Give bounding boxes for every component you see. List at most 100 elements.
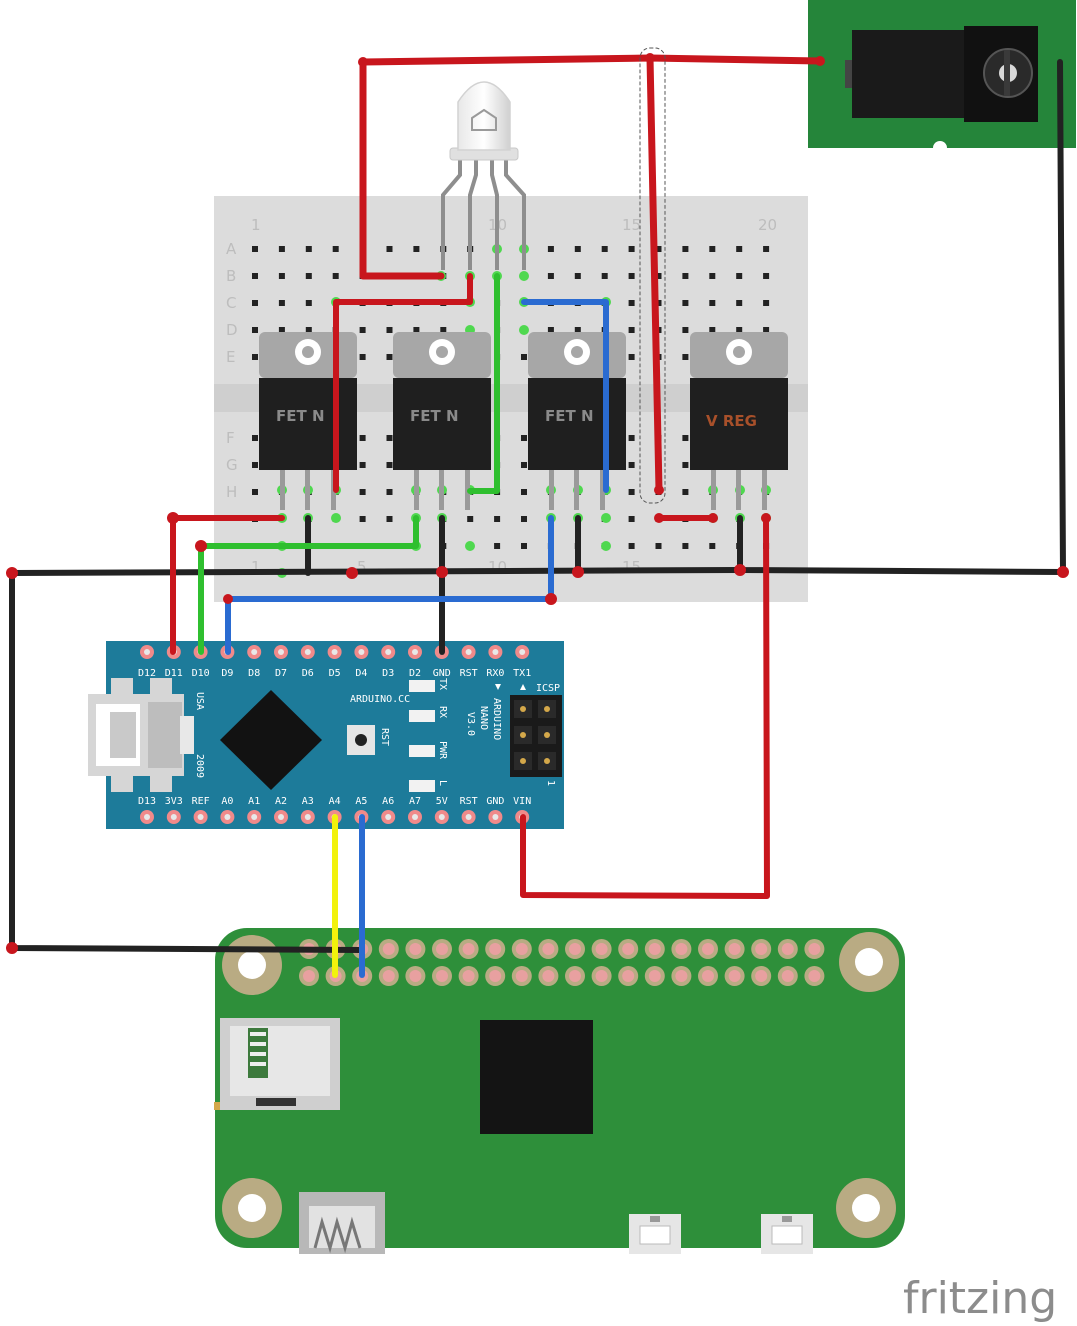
wire-red-led-fet1 xyxy=(333,273,473,493)
nano-top-pin-pad-hole xyxy=(519,649,526,655)
breadboard-hole xyxy=(467,516,474,522)
nano-top-pin-label: D3 xyxy=(382,668,394,679)
breadboard-hole xyxy=(359,435,366,441)
nano-bottom-pin-label: A1 xyxy=(248,796,260,807)
breadboard-hole xyxy=(709,300,716,306)
pi-gpio-pad xyxy=(781,943,794,955)
pi-mini-hdmi-port xyxy=(299,1192,385,1254)
pi-micro-usb-port-1 xyxy=(629,1214,681,1254)
nano-top-pin-label: D9 xyxy=(221,668,233,679)
nano-top-pin-pad-hole xyxy=(385,649,392,655)
breadboard-hole xyxy=(252,327,258,333)
breadboard-hole xyxy=(736,246,743,252)
pi-gpio-pad xyxy=(595,970,608,982)
breadboard-hole xyxy=(305,246,312,252)
nano-icsp-pin1: 1 xyxy=(545,780,556,786)
pi-gpio-pad xyxy=(409,943,422,955)
pi-gpio-pad xyxy=(462,970,475,982)
fet-3: FET N xyxy=(528,332,626,510)
breadboard-hole xyxy=(521,489,527,495)
fritzing-watermark: fritzing xyxy=(903,1273,1057,1324)
nano-led-rx: RX xyxy=(437,706,448,718)
breadboard-hole xyxy=(736,300,743,306)
breadboard-hole xyxy=(413,327,420,333)
nano-bottom-pin-label: A7 xyxy=(409,796,421,807)
nano-top-pin-label: D7 xyxy=(275,668,287,679)
breadboard-hole xyxy=(305,300,312,306)
breadboard-hole xyxy=(682,489,689,495)
nano-bottom-pin-pad-hole xyxy=(278,814,284,820)
breadboard-hole xyxy=(682,354,689,360)
nano-led-l: L xyxy=(437,780,448,786)
breadboard-hole-connected xyxy=(331,513,341,523)
nano-brand: ARDUINO.CC xyxy=(350,694,410,705)
nano-top-pin-pad-hole xyxy=(304,649,311,655)
pi-gpio-pad xyxy=(489,970,502,982)
breadboard-hole xyxy=(628,543,635,549)
pi-gpio-pad xyxy=(542,970,555,982)
breadboard-hole xyxy=(682,462,689,468)
breadboard-hole xyxy=(709,246,716,252)
breadboard-hole xyxy=(628,246,635,252)
breadboard-hole xyxy=(574,246,581,252)
breadboard-hole xyxy=(709,273,716,279)
dc-jack-board xyxy=(808,0,1076,155)
row-label-c: C xyxy=(226,294,236,312)
pi-gpio-pad xyxy=(808,943,821,955)
breadboard-hole xyxy=(252,489,258,495)
breadboard-hole xyxy=(386,327,393,333)
breadboard-hole xyxy=(332,273,339,279)
breadboard-hole xyxy=(386,516,393,522)
nano-bottom-pin-label: A2 xyxy=(275,796,287,807)
breadboard-hole xyxy=(655,273,662,279)
nano-top-pin-label: TX1 xyxy=(513,668,531,679)
wire-selection-highlight xyxy=(639,47,666,504)
breadboard-hole xyxy=(359,462,366,468)
breadboard-hole xyxy=(709,543,716,549)
breadboard-hole xyxy=(628,435,635,441)
nano-bottom-pin-label: REF xyxy=(192,796,210,807)
breadboard-hole xyxy=(628,354,635,360)
wire-endpoints xyxy=(6,53,1069,954)
nano-bottom-pin-label: VIN xyxy=(513,796,531,807)
breadboard-hole xyxy=(494,543,501,549)
nano-top-pin-label: RX0 xyxy=(486,668,504,679)
breadboard-hole xyxy=(682,300,689,306)
pi-gpio-pad xyxy=(728,970,741,982)
breadboard-hole xyxy=(386,354,393,360)
breadboard-hole xyxy=(763,300,770,306)
wire-red-vreg-in xyxy=(646,54,663,494)
pi-gpio-pad xyxy=(542,943,555,955)
fet-2-label: FET N xyxy=(410,407,459,425)
nano-bottom-pin-pad-hole xyxy=(492,814,499,820)
pi-gpio-pad xyxy=(755,943,768,955)
nano-bottom-pin-pad-hole xyxy=(465,814,472,820)
breadboard-hole xyxy=(547,246,554,252)
nano-bottom-pin-label: A3 xyxy=(302,796,314,807)
breadboard-hole xyxy=(736,327,743,333)
rgb-led xyxy=(441,81,526,270)
pi-sd-card-slot xyxy=(214,1018,340,1110)
breadboard-hole xyxy=(305,327,312,333)
nano-top-pin-label: D11 xyxy=(165,668,183,679)
nano-rst-button-label: RST xyxy=(379,728,390,746)
col-number-20: 20 xyxy=(758,216,777,234)
breadboard-hole xyxy=(547,327,554,333)
pi-gpio-pad xyxy=(808,970,821,982)
nano-bottom-pin-label: A5 xyxy=(355,796,367,807)
pi-gpio-pad xyxy=(648,943,661,955)
nano-top-pin-label: D6 xyxy=(302,668,314,679)
row-label-h: H xyxy=(226,483,237,501)
breadboard-hole xyxy=(521,435,527,441)
row-label-b: B xyxy=(226,267,236,285)
breadboard-hole xyxy=(413,246,420,252)
breadboard-hole xyxy=(521,462,527,468)
breadboard-hole xyxy=(628,516,635,522)
breadboard-hole xyxy=(440,327,447,333)
nano-bottom-pin-pad-hole xyxy=(197,814,204,820)
breadboard-hole xyxy=(736,273,743,279)
breadboard-hole xyxy=(252,273,258,279)
breadboard-hole xyxy=(682,543,689,549)
pi-gpio-pad xyxy=(489,943,502,955)
breadboard-hole xyxy=(359,516,366,522)
